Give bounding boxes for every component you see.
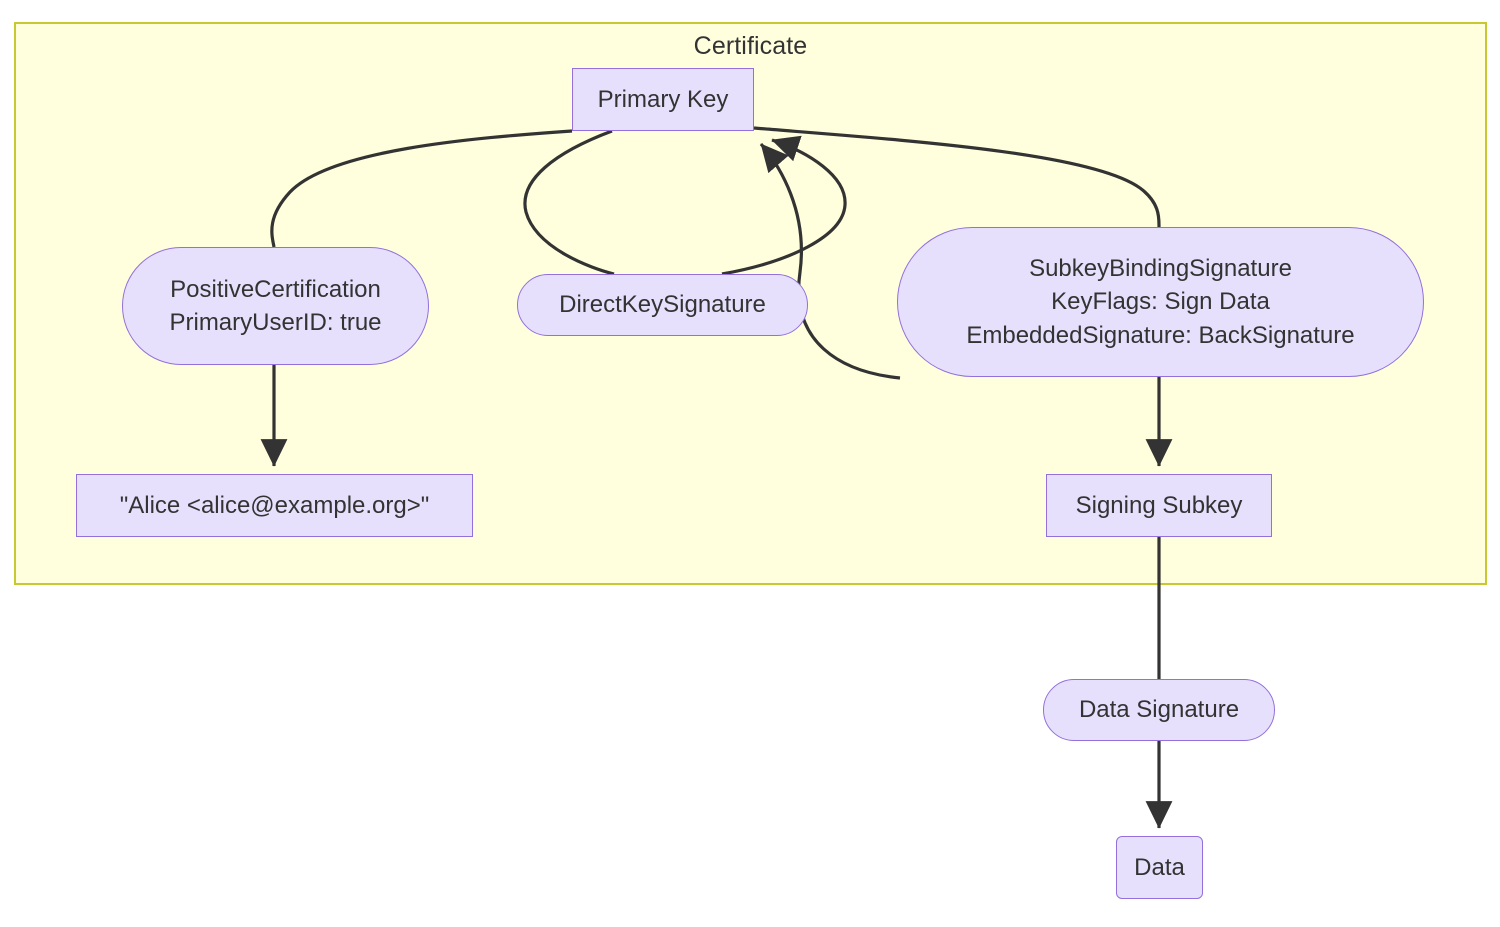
node-data-signature[interactable]: Data Signature xyxy=(1043,679,1275,741)
node-direct-key-signature[interactable]: DirectKeySignature xyxy=(517,274,808,336)
node-primary-key[interactable]: Primary Key xyxy=(572,68,754,131)
node-subkey-binding-signature[interactable]: SubkeyBindingSignature KeyFlags: Sign Da… xyxy=(897,227,1424,377)
node-positive-certification[interactable]: PositiveCertification PrimaryUserID: tru… xyxy=(122,247,429,365)
node-data[interactable]: Data xyxy=(1116,836,1203,899)
node-alice-userid[interactable]: "Alice <alice@example.org>" xyxy=(76,474,473,537)
node-signing-subkey[interactable]: Signing Subkey xyxy=(1046,474,1272,537)
subgraph-certificate-label: Certificate xyxy=(693,32,808,60)
